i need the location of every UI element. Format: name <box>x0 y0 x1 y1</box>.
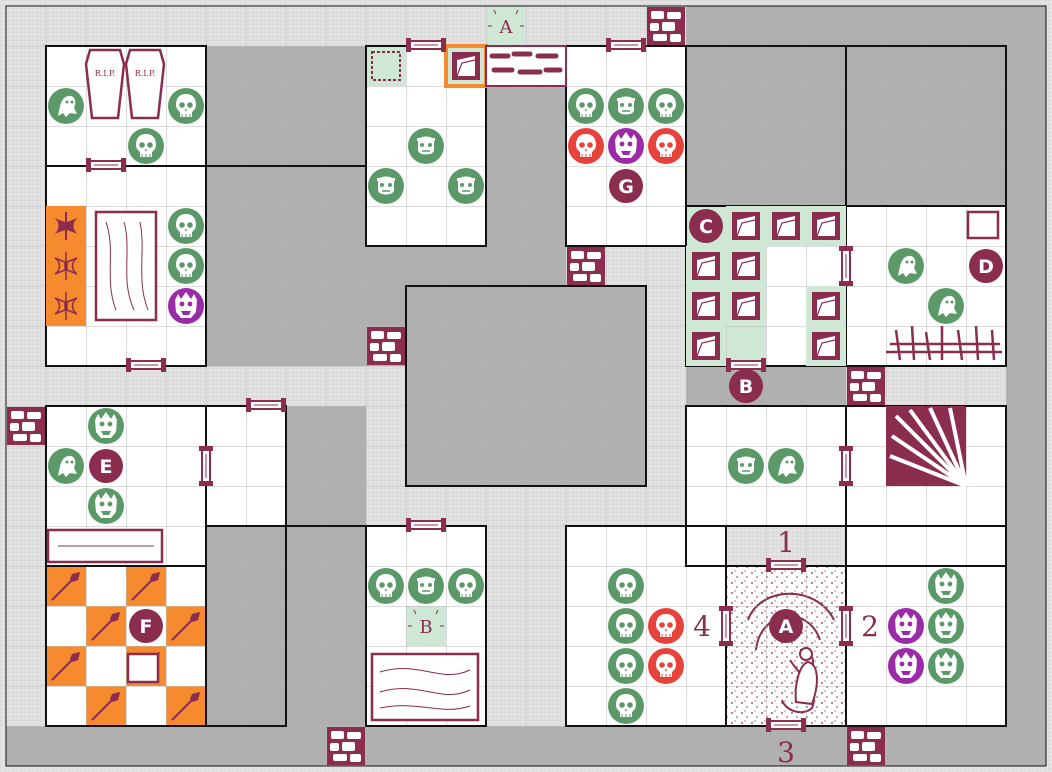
skull-token <box>127 127 165 165</box>
stairs <box>886 406 968 488</box>
skull-token <box>647 87 685 125</box>
skull-token <box>447 567 485 605</box>
hero-figure <box>794 647 818 706</box>
entry-number-4: 4 <box>693 610 711 643</box>
svg-text:F: F <box>140 616 153 638</box>
svg-text:C: C <box>699 216 713 238</box>
room-marker-f: F <box>129 609 163 643</box>
entry-number-1: 1 <box>777 526 795 559</box>
room-marker-d: D <box>969 249 1003 283</box>
spawn-square-b: B <box>408 609 444 638</box>
room-marker-g: G <box>609 169 643 203</box>
coffins: R.I.P. R.I.P. <box>84 48 166 120</box>
ghost-token <box>888 248 924 284</box>
entry-number-2: 2 <box>861 610 879 643</box>
wild-token <box>928 568 964 604</box>
skull-token <box>567 87 605 125</box>
skull-token <box>167 247 205 285</box>
skull-token <box>647 127 685 165</box>
wild-token <box>88 488 124 524</box>
svg-text:R.I.P.: R.I.P. <box>135 69 156 78</box>
skull-token <box>647 647 685 685</box>
spawn-square-a: A <box>488 9 524 38</box>
svg-text:R.I.P.: R.I.P. <box>95 69 116 78</box>
crate <box>126 652 160 684</box>
wild-token <box>928 648 964 684</box>
zombie-token <box>727 447 765 485</box>
skull-token <box>567 127 605 165</box>
svg-text:D: D <box>978 256 994 278</box>
wild-token <box>888 648 924 684</box>
wild-token <box>608 128 644 164</box>
skull-token <box>647 607 685 645</box>
coffin: R.I.P. <box>124 48 166 120</box>
rubble-wall <box>485 45 567 87</box>
axe-traps <box>46 206 86 326</box>
room-marker-b: B <box>729 369 763 403</box>
svg-text:A: A <box>779 616 794 638</box>
room-markers: A B C D E F G <box>89 169 1003 643</box>
svg-text:G: G <box>618 176 634 198</box>
svg-text:B: B <box>419 617 432 638</box>
coffin: R.I.P. <box>84 48 126 120</box>
room-marker-e: E <box>89 449 123 483</box>
svg-text:A: A <box>499 17 514 38</box>
table <box>94 210 158 322</box>
weapon-rack <box>886 325 1002 361</box>
table <box>370 652 480 722</box>
ghost-token <box>768 448 804 484</box>
skull-token <box>607 567 645 605</box>
zombie-token <box>367 167 405 205</box>
wild-token <box>88 408 124 444</box>
room-marker-c: C <box>689 209 723 243</box>
zombie-token <box>607 87 645 125</box>
portal-tile <box>371 51 401 81</box>
skull-token <box>607 607 645 645</box>
ghost-token <box>48 448 84 484</box>
wild-token <box>928 608 964 644</box>
ghost-token <box>48 88 84 124</box>
ghost-token <box>928 288 964 324</box>
skull-token <box>367 567 405 605</box>
wild-token <box>168 288 204 324</box>
grid <box>6 6 1046 766</box>
skull-token <box>167 207 205 245</box>
zombie-token <box>407 127 445 165</box>
entry-number-3: 3 <box>777 736 795 769</box>
wild-token <box>888 608 924 644</box>
zombie-token <box>407 567 445 605</box>
room-marker-a: A <box>769 609 803 643</box>
skull-token <box>607 647 645 685</box>
svg-text:B: B <box>739 376 753 398</box>
svg-text:E: E <box>100 456 113 478</box>
zombie-token <box>447 167 485 205</box>
skull-token <box>607 687 645 725</box>
crate <box>966 210 1000 240</box>
skull-token <box>167 87 205 125</box>
